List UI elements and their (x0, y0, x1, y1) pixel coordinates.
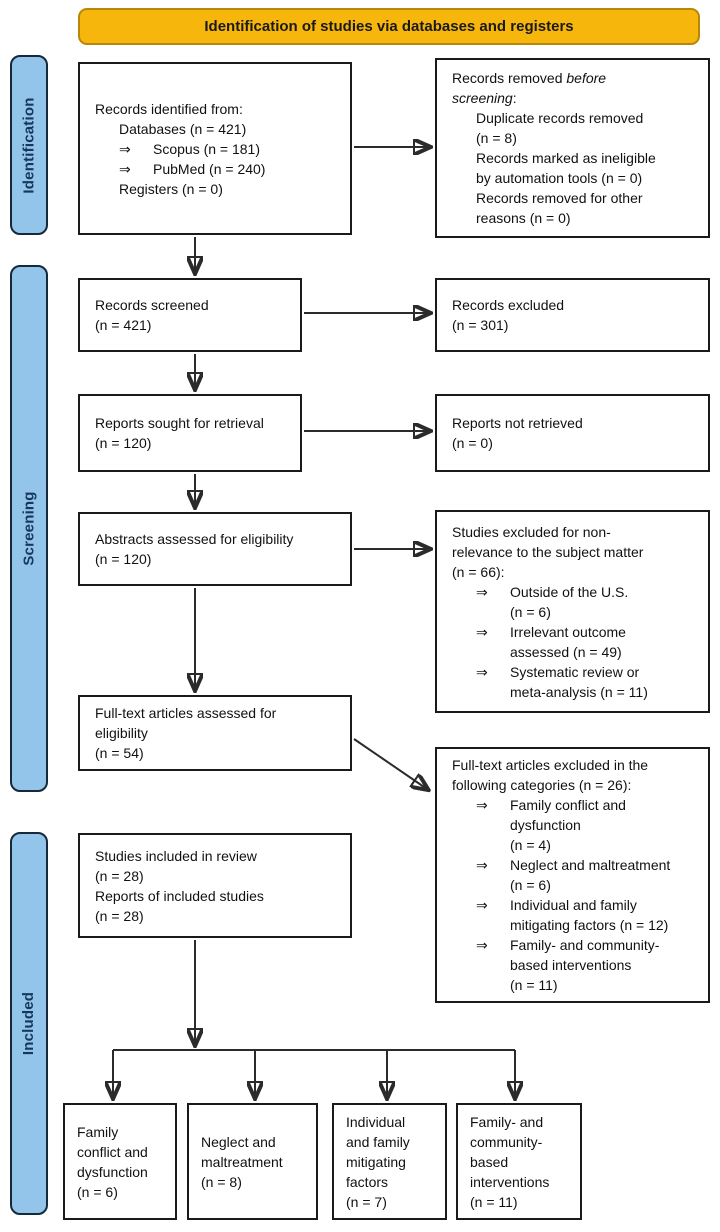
box-studies-included: Studies included in review(n = 28)Report… (78, 833, 352, 938)
stage-included-label: Included (20, 991, 38, 1056)
stage-screening: Screening (10, 265, 48, 792)
box-records-excluded: Records excluded(n = 301) (435, 278, 710, 352)
box-reports-sought: Reports sought for retrieval(n = 120) (78, 394, 302, 472)
arrow-fulltext-to-fulltext-excluded (353, 738, 427, 789)
box-studies-excluded-nonrelevance: Studies excluded for non-relevance to th… (435, 510, 710, 713)
stage-identification: Identification (10, 55, 48, 235)
stage-screening-label: Screening (20, 491, 38, 566)
box-records-identified: Records identified from:Databases (n = 4… (78, 62, 352, 235)
box-reports-not-retrieved: Reports not retrieved(n = 0) (435, 394, 710, 472)
banner: Identification of studies via databases … (78, 8, 700, 45)
stage-included: Included (10, 832, 48, 1215)
box-abstracts-assessed: Abstracts assessed for eligibility(n = 1… (78, 512, 352, 586)
stage-identification-label: Identification (20, 96, 38, 194)
box-records-screened: Records screened(n = 421) (78, 278, 302, 352)
banner-title: Identification of studies via databases … (204, 18, 574, 35)
